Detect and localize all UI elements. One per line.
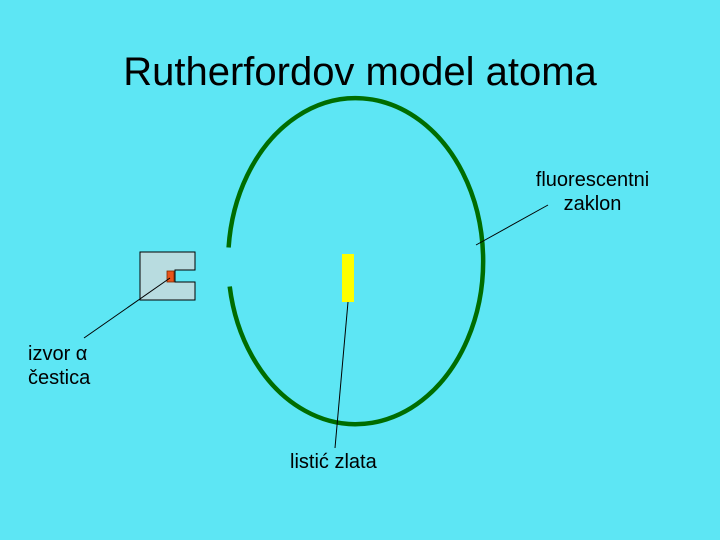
- slide-title: Rutherfordov model atoma: [123, 50, 597, 94]
- alpha-source-label: izvor α čestica: [28, 342, 90, 390]
- alpha-source-emitter: [166, 270, 175, 283]
- fluorescent-screen-ring: [226, 95, 486, 427]
- foil-leader-line: [334, 301, 349, 449]
- source-label-line2: čestica: [28, 367, 91, 389]
- fluorescent-screen-label: fluorescentni zaklon: [500, 168, 685, 216]
- screen-label-line2: zaklon: [563, 193, 622, 215]
- source-label-prefix: izvor: [28, 343, 71, 365]
- gold-foil: [342, 254, 354, 302]
- screen-label-line1: fluorescentni: [535, 169, 650, 191]
- source-label-line1: izvor α: [28, 342, 90, 366]
- alpha-symbol: α: [75, 343, 88, 365]
- source-leader-line: [83, 277, 171, 339]
- screen-leader-line: [475, 204, 549, 246]
- gold-foil-label: listić zlata: [290, 451, 377, 473]
